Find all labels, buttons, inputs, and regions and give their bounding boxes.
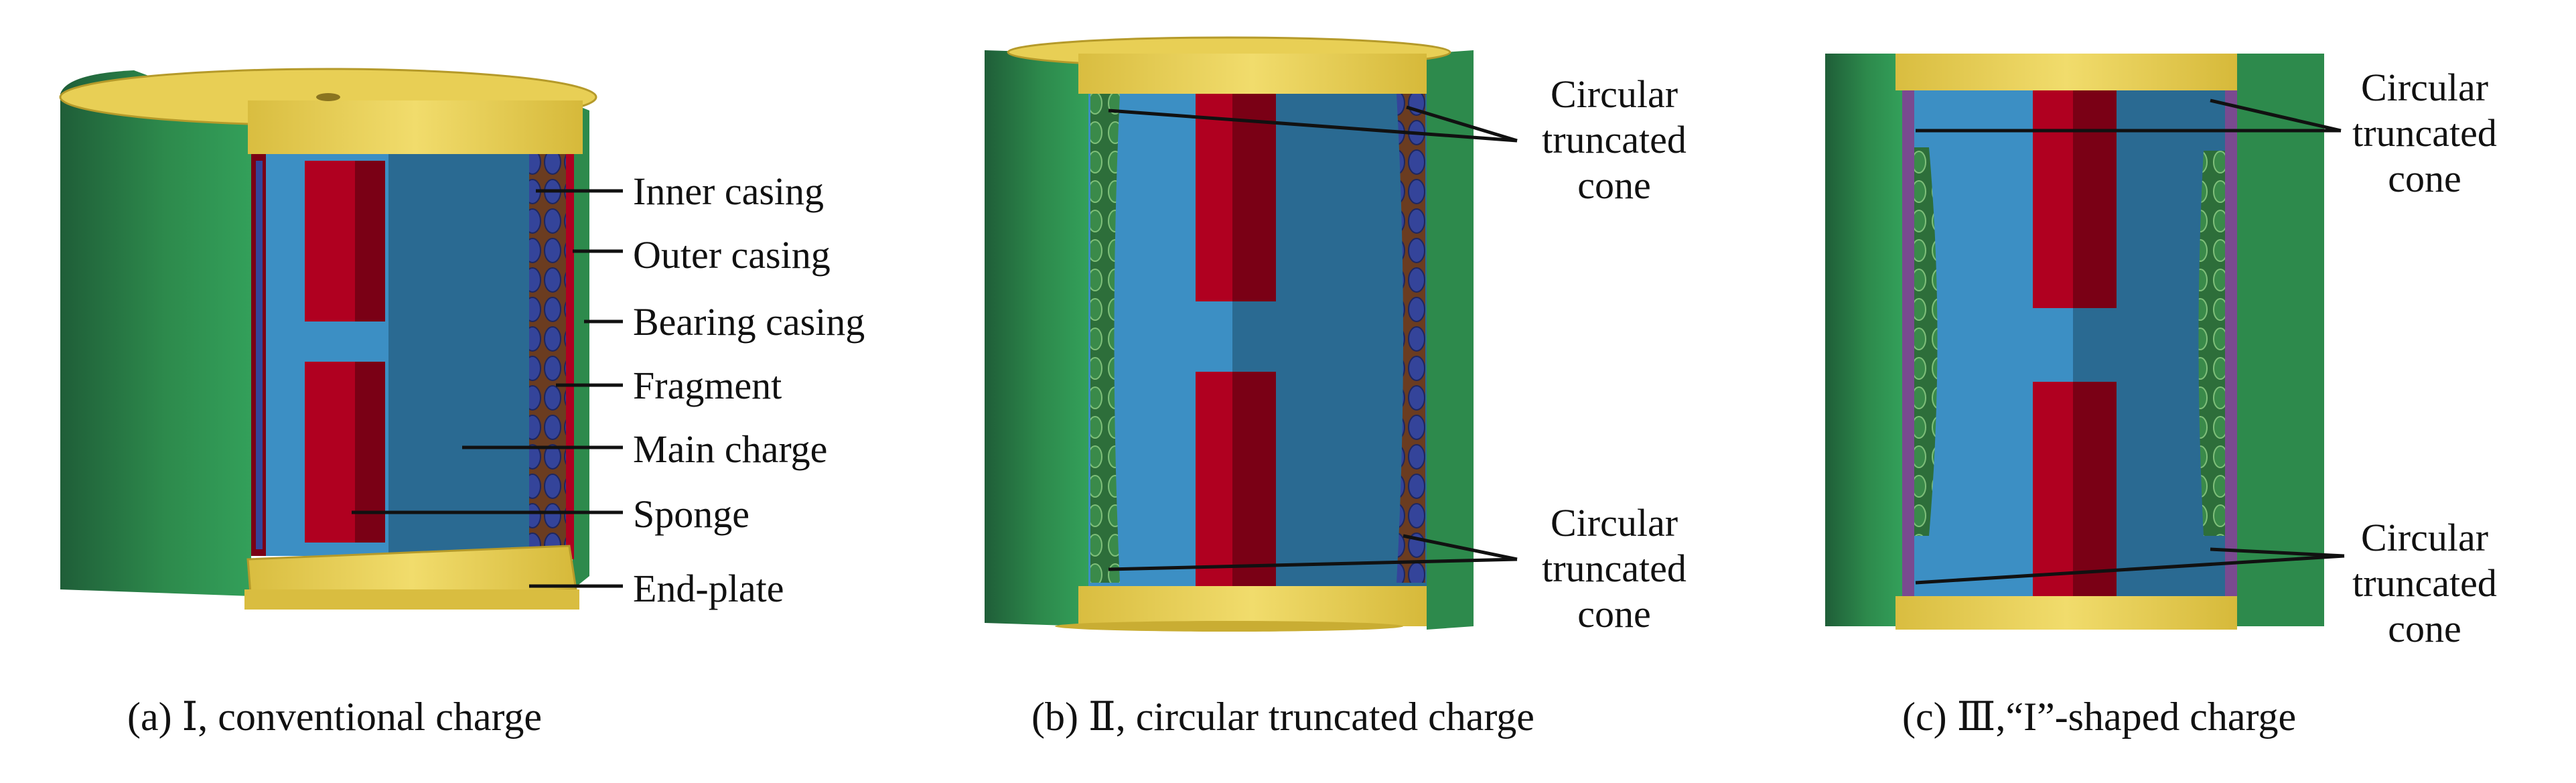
- svg-text:cone: cone: [2388, 157, 2461, 200]
- panel-a-leaders: [352, 189, 623, 588]
- callout-sponge: Sponge: [633, 492, 749, 536]
- svg-text:truncated: truncated: [2352, 111, 2497, 155]
- caption-b: (b) Ⅱ, circular truncated charge: [1031, 695, 1534, 739]
- panel-b-leaders: [1108, 105, 1518, 571]
- panel-c-leaders: [1915, 98, 2345, 585]
- svg-text:truncated: truncated: [1542, 547, 1687, 590]
- top-end-plate-c: [1895, 54, 2237, 90]
- bottom-end-plate-b: [1078, 586, 1427, 626]
- panel-a-callouts: Inner casing Outer casing Bearing casing…: [633, 169, 865, 610]
- outer-casing-shell: [60, 70, 251, 596]
- panel-c-cutaway: [1825, 54, 2324, 630]
- svg-text:truncated: truncated: [2352, 561, 2497, 605]
- bearing-casing-strip: [573, 104, 589, 589]
- panel-a-cutaway: [59, 68, 597, 610]
- panel-b-callout-top: Circular truncated cone: [1542, 72, 1687, 207]
- svg-text:cone: cone: [1577, 163, 1651, 207]
- panel-b-cutaway: [985, 36, 1474, 632]
- svg-text:cone: cone: [1577, 592, 1651, 636]
- caption-a: (a) Ⅰ, conventional charge: [127, 695, 542, 739]
- bottom-end-plate-c: [1895, 596, 2237, 630]
- svg-text:Circular: Circular: [1551, 501, 1678, 545]
- top-end-plate-b: [1078, 54, 1427, 94]
- fragment-layer: [529, 154, 566, 559]
- svg-text:Circular: Circular: [2361, 66, 2488, 109]
- callout-outer-casing: Outer casing: [633, 233, 831, 277]
- caption-c: (c) Ⅲ,“I”-shaped charge: [1902, 695, 2296, 739]
- callout-bearing-casing: Bearing casing: [633, 300, 865, 344]
- truncated-cone-right: [1397, 94, 1425, 583]
- callout-main-charge: Main charge: [633, 427, 827, 471]
- callout-inner-casing: Inner casing: [633, 169, 824, 213]
- panel-b-callout-bottom: Circular truncated cone: [1542, 501, 1687, 636]
- panel-c-callout-bottom: Circular truncated cone: [2352, 516, 2497, 650]
- svg-text:Circular: Circular: [2361, 516, 2488, 559]
- panel-c-callout-top: Circular truncated cone: [2352, 66, 2497, 200]
- callout-end-plate: End-plate: [633, 567, 784, 610]
- i-shaped-layer-right: [2198, 151, 2225, 536]
- svg-text:Circular: Circular: [1551, 72, 1678, 116]
- svg-text:cone: cone: [2388, 607, 2461, 650]
- svg-text:truncated: truncated: [1542, 118, 1687, 161]
- truncated-cone-left: [1090, 94, 1120, 583]
- callout-fragment: Fragment: [633, 364, 782, 407]
